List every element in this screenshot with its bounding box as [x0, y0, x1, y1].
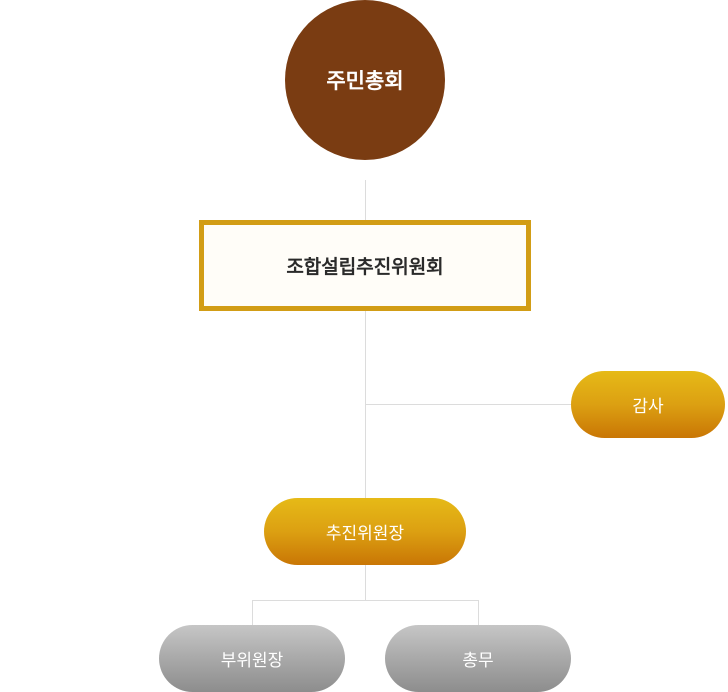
- general-affairs-node: 총무: [385, 625, 571, 692]
- promotion-committee-label: 조합설립추진위원회: [286, 256, 444, 278]
- general-assembly-node: 주민총회: [285, 0, 445, 160]
- chairperson-label: 추진위원장: [325, 524, 405, 544]
- connector-auditor: [365, 404, 573, 405]
- general-assembly-label: 주민총회: [326, 69, 404, 93]
- connector-branch-right: [478, 600, 479, 626]
- vice-chairperson-label: 부위원장: [220, 651, 284, 671]
- auditor-node: 감사: [571, 371, 725, 438]
- connector-trunk: [365, 180, 366, 600]
- connector-branch-left: [252, 600, 253, 626]
- vice-chairperson-node: 부위원장: [159, 625, 345, 692]
- promotion-committee-node: 조합설립추진위원회: [199, 220, 531, 311]
- chairperson-node: 추진위원장: [264, 498, 466, 565]
- connector-branch-horizontal: [252, 600, 479, 601]
- general-affairs-label: 총무: [462, 651, 494, 671]
- auditor-label: 감사: [632, 397, 664, 417]
